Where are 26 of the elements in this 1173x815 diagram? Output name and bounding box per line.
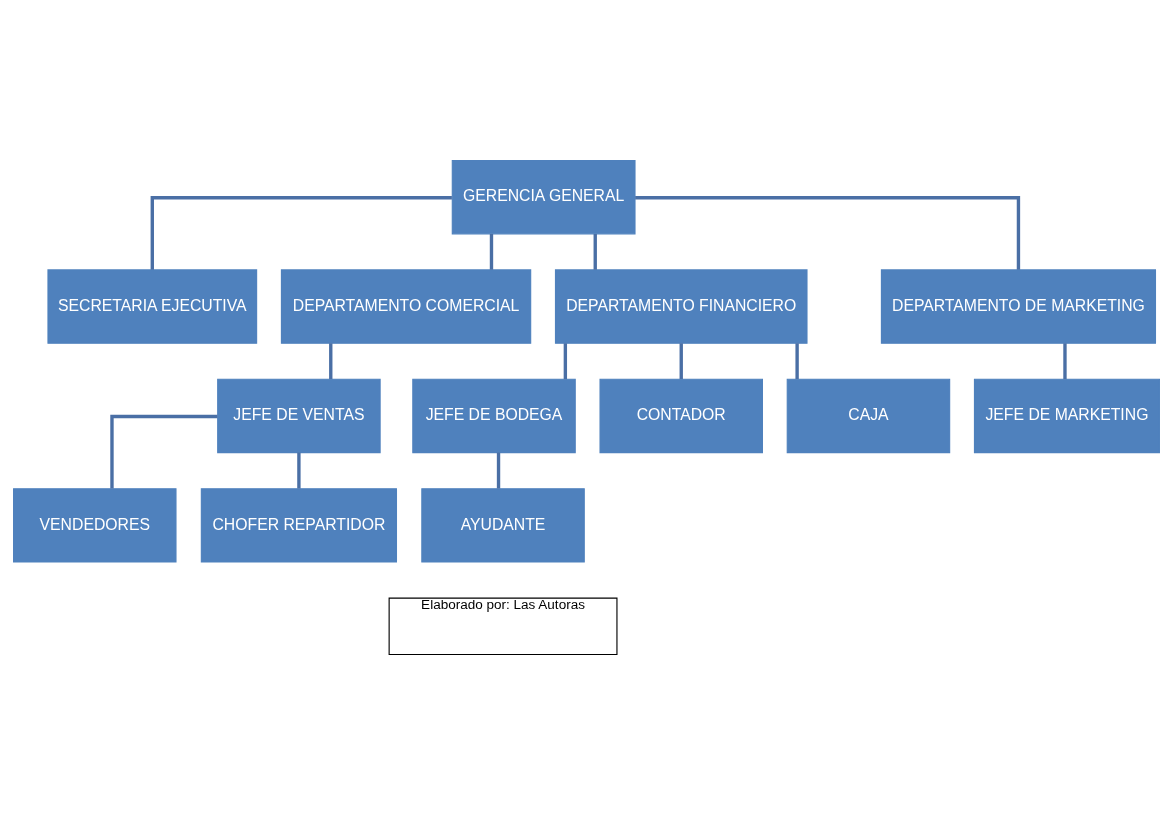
connector [635,196,1021,270]
node-box: CHOFER REPARTIDOR [200,488,398,563]
connector [563,343,568,380]
connector [593,233,597,270]
node-box: DEPARTAMENTO DE MARKETING [880,269,1157,344]
node-box: Elaborado por: Las Autoras [388,597,618,656]
connector [110,414,218,489]
connector [679,343,683,380]
connector [795,343,799,380]
node-box: JEFE DE MARKETING [973,378,1160,454]
connector [150,196,452,270]
node-box: CONTADOR [599,378,763,454]
node-box: GERENCIA GENERAL [451,159,636,235]
node-box: JEFE DE VENTAS [217,378,381,454]
connector [489,233,494,270]
connector [1063,343,1067,380]
connector [297,452,301,489]
connector [329,343,333,380]
node-box: VENDEDORES [13,488,177,563]
node-box: AYUDANTE [421,488,585,563]
node-box: SECRETARIA EJECUTIVA [47,269,258,344]
connector [496,452,501,489]
node-box: DEPARTAMENTO FINANCIERO [554,269,808,344]
node-box: DEPARTAMENTO COMERCIAL [280,269,532,344]
node-box: CAJA [786,378,951,454]
node-box: JEFE DE BODEGA [412,378,576,454]
